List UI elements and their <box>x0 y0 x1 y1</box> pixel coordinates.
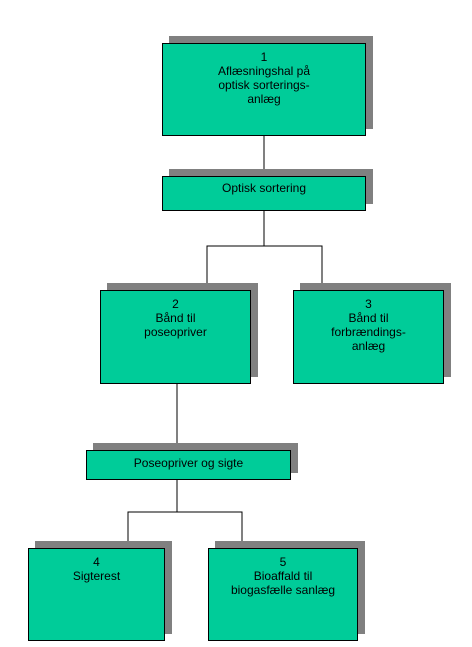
box-label-line: forbrændings- <box>331 325 406 339</box>
arrow-sieve-to-box4 <box>127 480 178 550</box>
box-number: 1 <box>260 50 268 64</box>
box-label-line: anlæg <box>247 92 281 106</box>
box-belt-to-incineration: 3 Bånd til forbrændings- anlæg <box>293 290 444 384</box>
bar-label: Poseopriver og sigte <box>133 456 244 470</box>
box-unloading-hall: 1 Aflæsningshal på optisk sorterings- an… <box>162 43 366 136</box>
box-number: 2 <box>172 297 179 311</box>
box-sieve-residue: 4 Sigterest <box>28 548 165 641</box>
box-label-line: poseopriver <box>144 325 207 339</box>
box-label-line: Bånd til <box>348 311 389 325</box>
box-label-line: Bioaffald til <box>253 569 313 583</box>
box-label-line: biogasfælle sanlæg <box>230 583 336 597</box>
box-label-line: Sigterest <box>72 569 121 583</box>
box-label-line: anlæg <box>351 339 386 353</box>
box-number: 3 <box>365 297 372 311</box>
box-number: 4 <box>93 555 100 569</box>
box-belt-to-bag-opener: 2 Bånd til poseopriver <box>100 290 251 384</box>
box-label-line: Bånd til <box>155 311 196 325</box>
box-label-line: optisk sorterings- <box>218 78 310 92</box>
bar-bag-opener-and-sieve: Poseopriver og sigte <box>86 450 291 480</box>
arrow-sieve-to-box5 <box>177 511 249 550</box>
arrow-sorting-to-box2 <box>206 211 265 292</box>
arrow-sorting-to-box3 <box>264 245 329 292</box>
bar-optical-sorting: Optisk sortering <box>162 176 366 211</box>
box-biowaste-to-biogas: 5 Bioaffald til biogasfælle sanlæg <box>208 548 358 641</box>
bar-label: Optisk sortering <box>221 180 307 195</box>
box-number: 5 <box>279 555 287 569</box>
box-label-line: Aflæsningshal på <box>217 64 311 78</box>
